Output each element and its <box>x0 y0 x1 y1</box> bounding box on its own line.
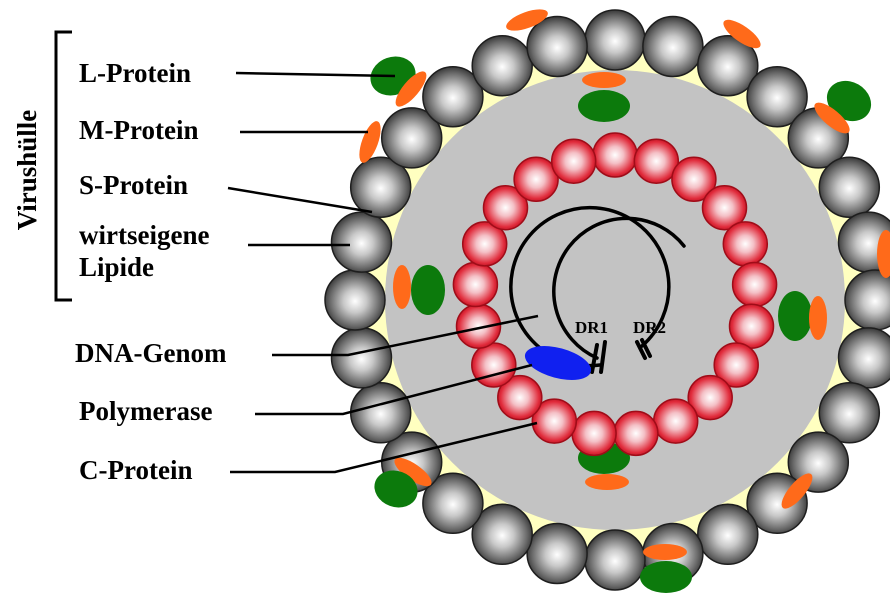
s-protein-sphere <box>585 10 645 70</box>
c-protein-sphere <box>572 411 616 455</box>
dr1-label: DR1 <box>575 318 608 337</box>
s-protein-sphere <box>585 530 645 590</box>
c-protein-sphere <box>730 304 774 348</box>
polymerase-label: Polymerase <box>79 396 212 426</box>
c-protein-sphere <box>723 222 767 266</box>
s-protein-sphere <box>698 504 758 564</box>
c-protein-sphere <box>453 263 497 307</box>
s-protein-sphere <box>325 270 385 330</box>
dna-genome-label: DNA-Genom <box>75 338 227 368</box>
s-protein-label: S-Protein <box>79 170 188 200</box>
s-protein-sphere <box>527 17 587 77</box>
s-protein-sphere <box>332 212 392 272</box>
dr2-label: DR2 <box>633 318 666 337</box>
l-protein <box>778 291 812 341</box>
m-protein <box>585 474 629 490</box>
m-protein <box>393 265 411 309</box>
m-protein <box>809 296 827 340</box>
l-protein <box>411 265 445 315</box>
s-protein-sphere <box>643 17 703 77</box>
s-protein-sphere <box>472 36 532 96</box>
l-protein-label: L-Protein <box>79 58 191 88</box>
c-protein-sphere <box>552 139 596 183</box>
l-protein-leader <box>236 73 395 76</box>
c-protein-sphere <box>472 343 516 387</box>
m-protein <box>643 544 687 560</box>
c-protein-sphere <box>733 263 777 307</box>
envelope-bracket-label: Virushülle <box>12 110 42 231</box>
c-protein-sphere <box>593 133 637 177</box>
s-protein-sphere <box>839 328 890 388</box>
s-protein-sphere <box>332 328 392 388</box>
l-protein <box>640 561 692 593</box>
envelope-bracket <box>56 32 72 300</box>
c-protein-sphere <box>614 411 658 455</box>
c-protein-label: C-Protein <box>79 455 192 485</box>
m-protein-label: M-Protein <box>79 115 198 145</box>
m-protein <box>582 72 626 88</box>
s-protein-sphere <box>527 524 587 584</box>
s-protein-sphere <box>819 157 879 217</box>
lipids-label-line2: Lipide <box>79 252 154 282</box>
s-protein-sphere <box>351 383 411 443</box>
l-protein <box>578 90 630 122</box>
c-protein-sphere <box>654 399 698 443</box>
lipids-label-line1: wirtseigene <box>79 220 209 250</box>
